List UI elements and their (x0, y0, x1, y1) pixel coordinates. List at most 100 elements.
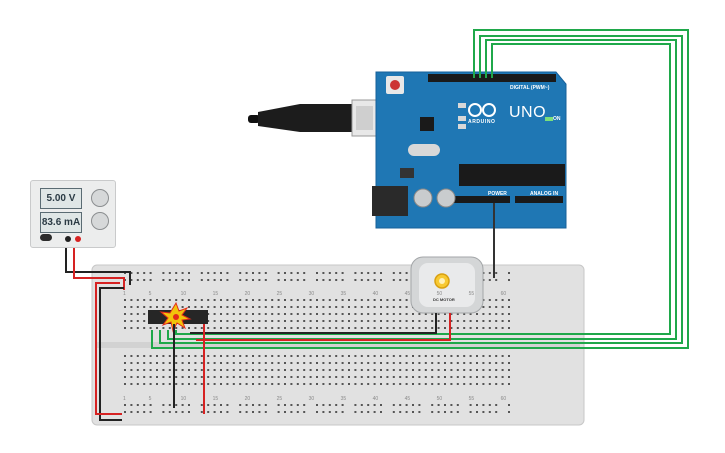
column-number: 15 (212, 291, 219, 297)
breadboard-hole (264, 404, 267, 406)
breadboard-hole (264, 306, 267, 308)
breadboard-hole (181, 404, 184, 406)
h-bridge-chip[interactable] (148, 301, 208, 333)
breadboard-hole (149, 272, 152, 274)
breadboard-hole (232, 369, 235, 371)
breadboard-hole (418, 320, 421, 322)
breadboard-hole (354, 355, 357, 357)
breadboard-hole (399, 404, 402, 406)
breadboard-hole (316, 299, 318, 301)
breadboard-hole (258, 404, 261, 406)
breadboard-hole (380, 376, 382, 378)
breadboard-hole (271, 320, 274, 322)
breadboard-hole (162, 279, 165, 281)
breadboard-hole (168, 327, 171, 329)
breadboard-hole (392, 320, 395, 322)
voltage-knob[interactable] (91, 189, 109, 207)
negative-terminal[interactable] (65, 236, 71, 242)
breadboard-hole (130, 404, 133, 406)
breadboard-hole (360, 272, 363, 274)
power-header[interactable] (452, 196, 510, 203)
breadboard-hole (328, 383, 331, 385)
breadboard-hole (482, 411, 485, 413)
breadboard-hole (271, 299, 274, 301)
breadboard-hole (220, 272, 222, 274)
breadboard-hole (188, 306, 190, 308)
breadboard-hole (303, 272, 306, 274)
breadboard-hole (418, 404, 421, 406)
breadboard-hole (495, 369, 498, 371)
breadboard-hole (405, 355, 408, 357)
breadboard-hole (328, 404, 331, 406)
breadboard-hole (252, 299, 254, 301)
breadboard-hole (303, 355, 306, 357)
power-switch[interactable] (40, 234, 52, 241)
breadboard-hole (156, 383, 158, 385)
breadboard-hole (207, 272, 210, 274)
breadboard-hole (328, 327, 331, 329)
breadboard-hole (200, 327, 203, 329)
breadboard-hole (373, 313, 376, 315)
breadboard-hole (258, 411, 261, 413)
breadboard-hole (162, 327, 165, 329)
breadboard-hole (200, 279, 203, 281)
current-knob[interactable] (91, 212, 109, 230)
breadboard-hole (335, 411, 338, 413)
breadboard-hole (245, 320, 248, 322)
breadboard-hole (456, 362, 459, 364)
analog-header[interactable] (515, 196, 563, 203)
breadboard-hole (431, 404, 434, 406)
breadboard-hole (213, 272, 216, 274)
breadboard-hole (360, 376, 363, 378)
breadboard-hole (232, 299, 235, 301)
breadboard-hole (418, 369, 421, 371)
usb-cable[interactable] (248, 99, 378, 137)
breadboard-hole (258, 279, 261, 281)
breadboard-hole (322, 327, 325, 329)
breadboard-hole (303, 327, 306, 329)
breadboard-hole (143, 383, 146, 385)
breadboard-hole (437, 355, 440, 357)
breadboard-hole (264, 313, 267, 315)
arduino-uno-board[interactable] (372, 71, 567, 229)
breadboard-hole (501, 369, 504, 371)
power-supply[interactable]: 5.00 V 83.6 mA (30, 180, 116, 248)
dc-motor[interactable] (410, 256, 484, 314)
breadboard-hole (213, 376, 216, 378)
breadboard-hole (143, 306, 146, 308)
power-jack[interactable] (372, 186, 408, 216)
breadboard-hole (207, 327, 210, 329)
breadboard-hole (348, 313, 350, 315)
wires[interactable] (65, 29, 689, 421)
breadboard-hole (207, 369, 210, 371)
positive-terminal[interactable] (75, 236, 81, 242)
breadboard-hole (456, 313, 459, 315)
breadboard-hole (488, 313, 491, 315)
breadboard-hole (354, 411, 357, 413)
breadboard-hole (335, 362, 338, 364)
breadboard-hole (271, 313, 274, 315)
breadboard-hole (124, 362, 126, 364)
breadboard-hole (328, 299, 331, 301)
breadboard-hole (322, 362, 325, 364)
breadboard-hole (424, 320, 427, 322)
column-number: 40 (372, 291, 379, 297)
breadboard-hole (296, 313, 299, 315)
breadboard-hole (456, 376, 459, 378)
breadboard-hole (418, 313, 421, 315)
breadboard-hole (335, 306, 338, 308)
breadboard-hole (284, 327, 286, 329)
arduino-logo-icon (468, 103, 496, 117)
breadboard[interactable] (91, 264, 585, 426)
breadboard-hole (386, 306, 389, 308)
breadboard-hole (456, 369, 459, 371)
breadboard-hole (373, 306, 376, 308)
breadboard-hole (328, 369, 331, 371)
breadboard-hole (482, 313, 485, 315)
breadboard-hole (207, 299, 210, 301)
breadboard-hole (277, 404, 280, 406)
breadboard-hole (309, 313, 312, 315)
breadboard-hole (277, 327, 280, 329)
breadboard-hole (207, 383, 210, 385)
